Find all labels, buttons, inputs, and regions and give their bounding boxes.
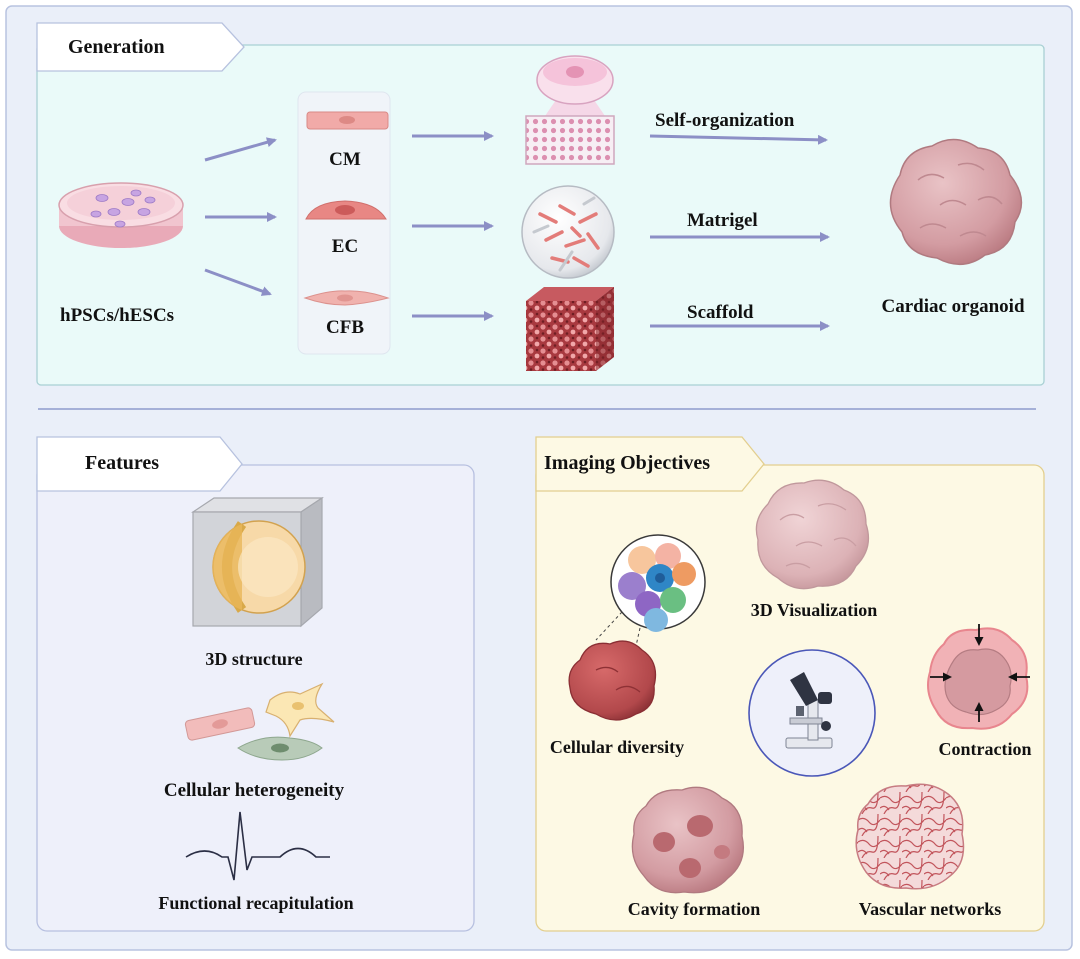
- cfb-label: CFB: [326, 317, 364, 338]
- generation-tab: [36, 22, 245, 72]
- cardiac-organoid-label: Cardiac organoid: [881, 296, 1025, 317]
- imaging-tab-label: Imaging Objectives: [544, 452, 711, 474]
- arrows-to-cells: [204, 137, 277, 296]
- source-label: hPSCs/hESCs: [60, 305, 175, 326]
- features-tab: [36, 436, 243, 492]
- imaging-vascular-networks: Vascular networks: [858, 899, 1002, 919]
- well-plate-icon: [525, 55, 615, 165]
- imaging-3d-visualization: 3D Visualization: [750, 600, 878, 620]
- cm-cell-icon: [306, 111, 389, 130]
- ec-label: EC: [331, 236, 359, 257]
- arrows-to-organoid: [649, 134, 830, 331]
- vascular-networks-icon: [855, 783, 965, 890]
- cfb-cell-icon: [303, 290, 390, 306]
- arrows-to-methods: [412, 131, 494, 321]
- cells-icon: [184, 682, 335, 761]
- ecg-icon: [185, 811, 330, 881]
- microscope-icon: [748, 649, 876, 777]
- contraction-icon: [927, 624, 1030, 730]
- feature-functional-recapitulation: Functional recapitulation: [158, 893, 354, 913]
- cm-label: CM: [329, 149, 361, 170]
- imaging-contraction: Contraction: [938, 739, 1032, 759]
- scaffold-label: Scaffold: [687, 302, 754, 323]
- cell-column-box: [297, 91, 391, 355]
- scaffold-cube-icon: [526, 287, 614, 371]
- imaging-cellular-diversity: Cellular diversity: [549, 737, 685, 757]
- generation-tab-label: Generation: [68, 36, 165, 58]
- features-panel: [36, 464, 475, 932]
- cellular-diversity-icon: [568, 534, 706, 721]
- matrigel-sphere-icon: [521, 185, 615, 279]
- visualization-organoid-icon: [755, 479, 870, 590]
- feature-3d-structure: 3D structure: [205, 649, 303, 669]
- self-organization-label: Self-organization: [655, 110, 795, 131]
- cube-sphere-icon: [191, 496, 324, 628]
- matrigel-label: Matrigel: [687, 210, 758, 231]
- feature-cellular-heterogeneity: Cellular heterogeneity: [163, 780, 345, 801]
- ec-cell-icon: [305, 200, 387, 220]
- features-tab-label: Features: [85, 452, 160, 474]
- imaging-tab: [535, 436, 765, 492]
- cardiac-organoid-icon: [889, 138, 1023, 265]
- cavity-formation-icon: [631, 786, 745, 894]
- petri-dish-icon: [58, 182, 184, 248]
- imaging-cavity-formation: Cavity formation: [627, 899, 761, 919]
